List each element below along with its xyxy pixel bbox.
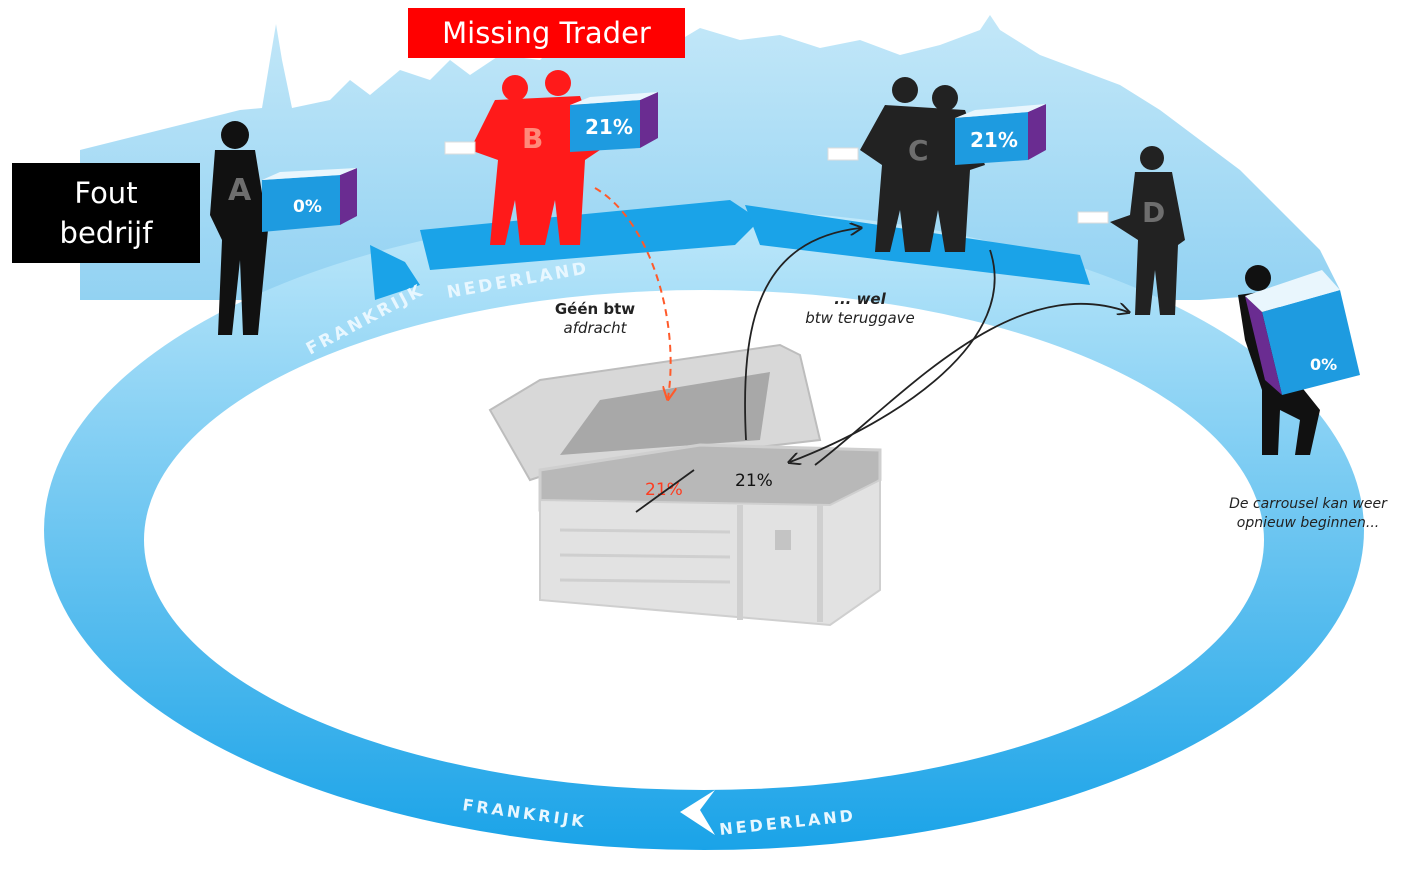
box-b — [570, 92, 658, 152]
black-arrow-to-d — [814, 304, 1128, 466]
box-a — [262, 168, 357, 232]
carrousel-note: De carrousel kan weer opnieuw beginnen..… — [1210, 495, 1406, 533]
skyline — [80, 15, 1340, 300]
fout-bedrijf-line2: bedrijf — [59, 216, 153, 250]
trader-letter: D — [1142, 196, 1165, 229]
trader-return: 0% — [1238, 265, 1360, 455]
box-rate: 21% — [970, 128, 1018, 152]
box-rate: 0% — [1310, 355, 1337, 374]
ring-arrow-notch — [680, 790, 715, 835]
black-arrow-to-c — [744, 228, 860, 441]
box-rate: 0% — [293, 197, 322, 217]
trader-letter: C — [908, 134, 929, 167]
black-arrow-c-to-chest — [790, 249, 996, 462]
carrousel-line1: De carrousel kan weer — [1229, 496, 1387, 512]
geen-btw-line2: afdracht — [563, 319, 627, 337]
carrousel-line2: opnieuw beginnen... — [1236, 515, 1380, 531]
red-dashed-arrow — [594, 187, 671, 398]
geen-btw-note: Géén btw afdracht — [535, 300, 655, 338]
wel-line1: ... wel — [834, 290, 886, 308]
chest-rate: 21% — [735, 471, 773, 491]
ring-arrow-segment — [370, 245, 420, 300]
trader-letter: A — [228, 173, 252, 208]
chest-lock — [775, 530, 791, 550]
trader-a: A 0% — [210, 121, 357, 335]
ring-arrow-segment — [420, 200, 760, 270]
wel-btw-note: ... wel btw teruggave — [790, 290, 930, 328]
geen-btw-line1: Géén btw — [554, 300, 636, 318]
chest-body — [539, 478, 881, 627]
strike-line — [635, 469, 695, 513]
trader-d: D — [1077, 146, 1185, 315]
wel-line2: btw teruggave — [805, 309, 915, 327]
trader-letter: B — [522, 122, 543, 155]
fout-bedrijf-line1: Fout — [74, 176, 138, 210]
box-c — [955, 104, 1046, 165]
box-rate: 21% — [585, 115, 633, 139]
trader-c: C 21% — [827, 77, 1046, 252]
fout-bedrijf-label: Fout bedrijf — [12, 163, 200, 263]
trader-b: B 21% — [444, 70, 658, 245]
missing-trader-text: Missing Trader — [442, 16, 651, 50]
chest-lid-inner — [560, 372, 770, 455]
missing-trader-label: Missing Trader — [408, 8, 685, 58]
box-return — [1245, 270, 1360, 395]
